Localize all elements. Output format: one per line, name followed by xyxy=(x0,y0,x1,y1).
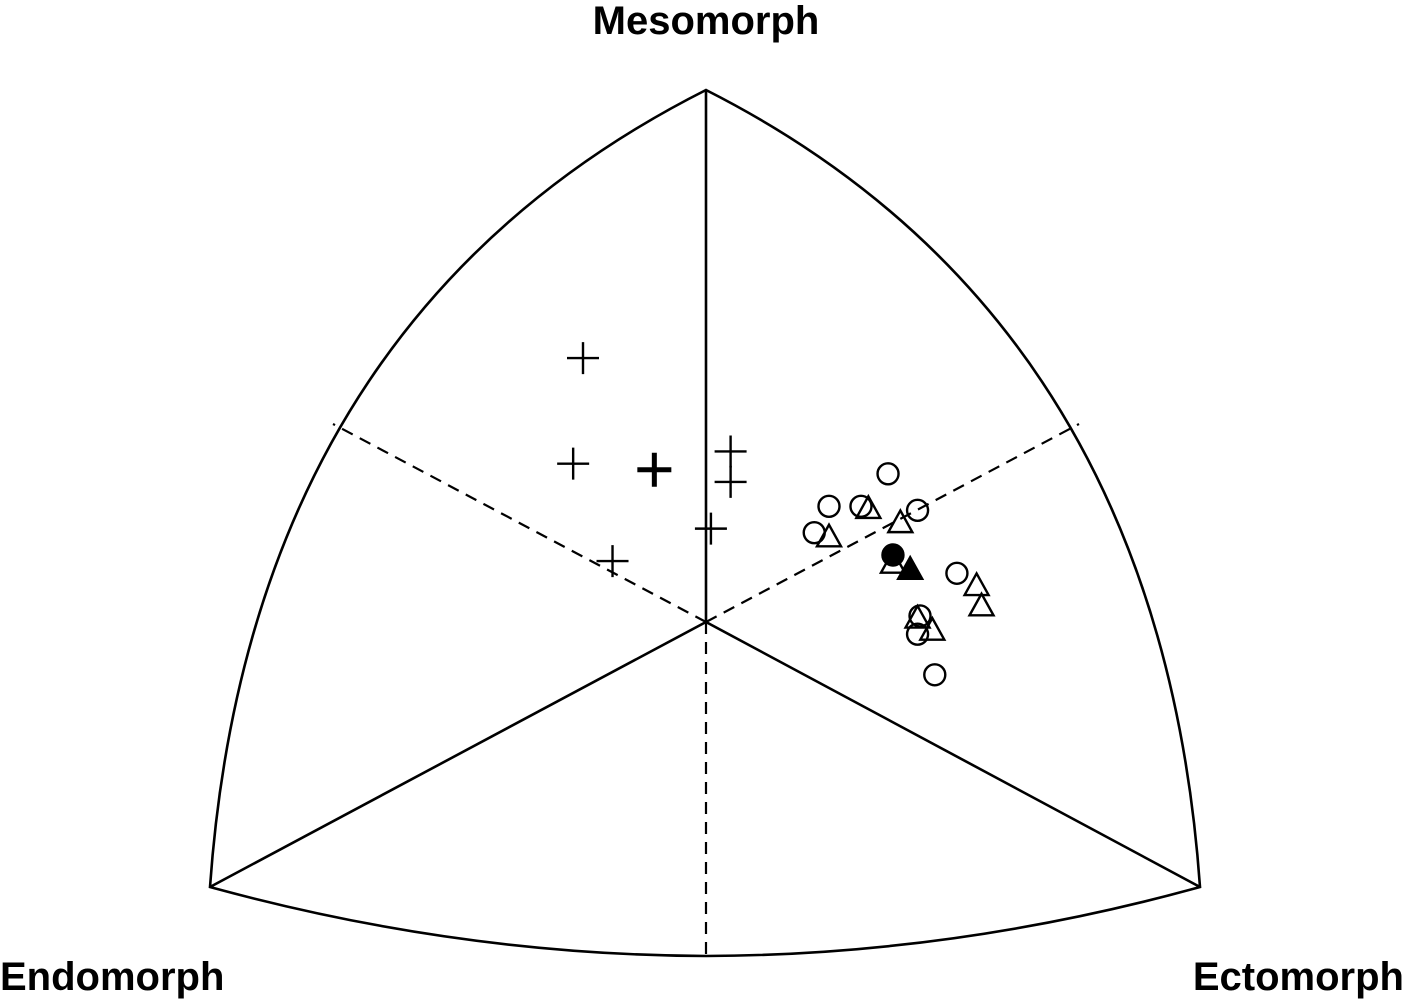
data-point-plus-6 xyxy=(694,512,727,545)
data-point-circle-6 xyxy=(945,561,969,585)
data-points xyxy=(557,342,996,687)
mesomorph-label: Mesomorph xyxy=(593,0,820,43)
data-point-triangle-8 xyxy=(918,615,947,641)
data-point-circle-2 xyxy=(817,494,841,518)
ectomorph-axis xyxy=(705,620,1201,889)
data-point-plus-3 xyxy=(596,545,629,578)
data-point-circle-3 xyxy=(849,494,873,518)
data-point-triangle-6 xyxy=(967,591,996,617)
data-point-triangle-filled-1 xyxy=(896,554,925,581)
data-point-circle-8 xyxy=(905,622,930,646)
data-point-triangle-2 xyxy=(886,508,915,534)
endomorph-label: Endomorph xyxy=(0,955,224,999)
data-point-circle-9 xyxy=(923,663,947,687)
data-point-triangle-3 xyxy=(814,522,844,548)
data-point-circle-1 xyxy=(876,462,900,486)
data-point-circle-4 xyxy=(905,498,930,523)
endomorph-axis xyxy=(209,620,707,889)
data-point-plus-5 xyxy=(714,465,747,498)
ectomorph-label: Ectomorph xyxy=(1193,955,1404,999)
data-point-triangle-5 xyxy=(962,570,991,597)
left-divider xyxy=(332,423,707,623)
data-point-plus-2 xyxy=(557,447,590,480)
data-point-plus-4 xyxy=(714,435,747,468)
data-point-plus-1 xyxy=(567,342,599,375)
data-point-circle-filled-1 xyxy=(881,543,905,567)
data-point-triangle-1 xyxy=(854,493,883,520)
chart-boundary xyxy=(208,88,1202,958)
data-point-plus-bold-1 xyxy=(637,452,672,487)
data-point-triangle-7 xyxy=(903,603,932,629)
